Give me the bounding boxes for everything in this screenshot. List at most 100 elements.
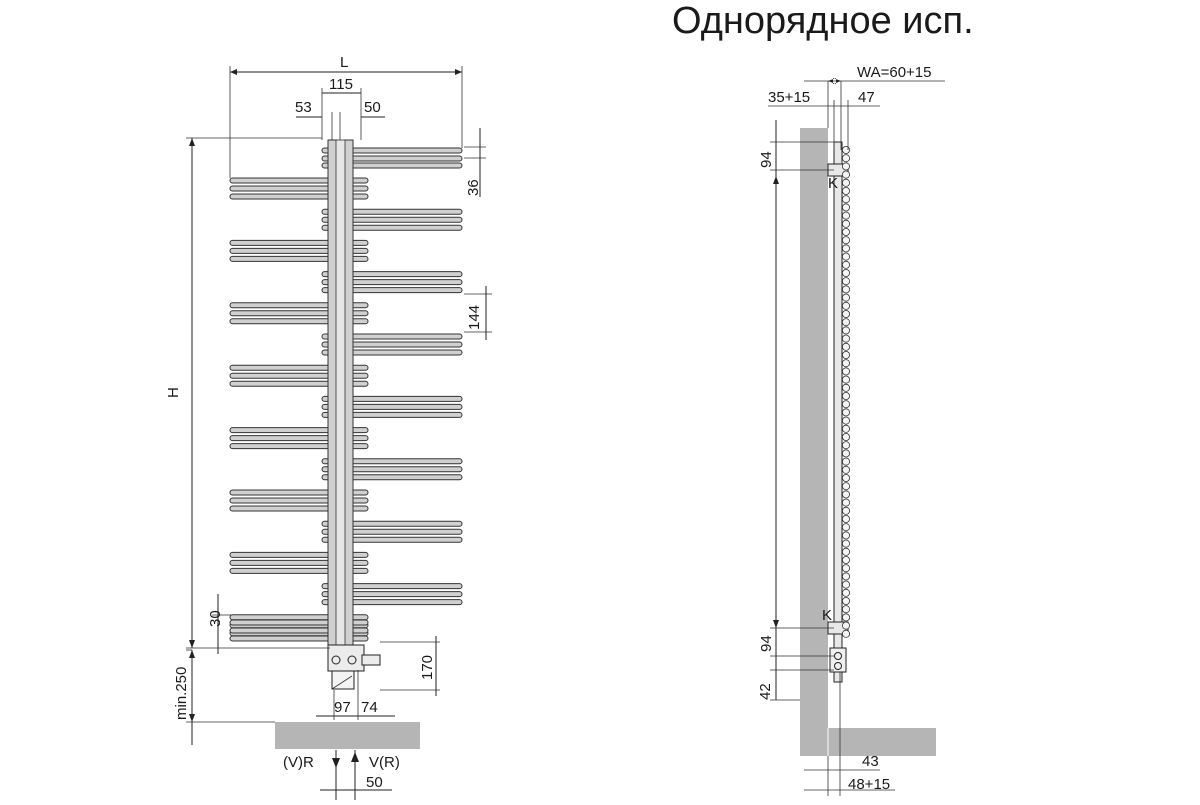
- side-floor: [828, 728, 936, 756]
- bar-end: [842, 367, 851, 376]
- towel-bar: [321, 333, 463, 340]
- bar-end: [842, 359, 851, 368]
- bar-end: [842, 523, 851, 532]
- bar-end: [842, 597, 851, 606]
- dim-36: 36: [465, 179, 482, 196]
- towel-bar: [321, 147, 463, 154]
- bar-end: [842, 547, 851, 556]
- bar-end: [842, 326, 851, 335]
- bar-end: [842, 162, 851, 171]
- towel-bar: [321, 349, 463, 356]
- bar-end: [842, 203, 851, 212]
- bar-end: [842, 539, 851, 548]
- towel-bar: [321, 536, 463, 543]
- bar-end: [842, 490, 851, 499]
- dim-115: 115: [329, 76, 353, 93]
- bar-end: [842, 375, 851, 384]
- side-collector: [833, 141, 843, 683]
- dim-35-15: 35+15: [768, 89, 810, 106]
- bar-end: [842, 170, 851, 179]
- towel-bar: [321, 216, 463, 223]
- towel-bar: [321, 474, 463, 481]
- towel-bar: [321, 599, 463, 606]
- bar-end: [842, 285, 851, 294]
- bar-end: [842, 580, 851, 589]
- bar-end: [842, 211, 851, 220]
- wall: [800, 128, 828, 756]
- bar-end: [842, 277, 851, 286]
- bar-end: [842, 465, 851, 474]
- dim-42: 42: [757, 683, 774, 700]
- bar-end: [842, 531, 851, 540]
- dim-47: 47: [858, 89, 875, 106]
- dim-50-top: 50: [364, 99, 381, 116]
- bar-end: [842, 416, 851, 425]
- bar-end: [842, 318, 851, 327]
- bar-end: [842, 219, 851, 228]
- towel-bar: [321, 583, 463, 590]
- dim-wa: WA=60+15: [857, 64, 932, 81]
- bar-end: [842, 260, 851, 269]
- bar-end: [842, 424, 851, 433]
- label-k-top: K: [828, 175, 838, 192]
- side-view: WA=60+15 35+15 47 94 K K 94 42 43 48+15: [757, 64, 945, 796]
- bar-end: [842, 244, 851, 253]
- label-k-bottom: K: [822, 607, 832, 624]
- dim-74: 74: [361, 699, 378, 716]
- dim-H: H: [165, 387, 182, 398]
- valve-block: [327, 644, 381, 690]
- bar-end: [842, 301, 851, 310]
- bar-end: [842, 186, 851, 195]
- towel-bar: [321, 466, 463, 473]
- bar-end: [842, 556, 851, 565]
- bar-end: [842, 432, 851, 441]
- bar-end: [842, 588, 851, 597]
- bar-end: [842, 145, 851, 154]
- towel-bar: [321, 528, 463, 535]
- bar-end: [842, 268, 851, 277]
- towel-bar: [321, 224, 463, 231]
- front-view: L 115 53 50 H 30 36 144: [165, 54, 492, 800]
- dim-53: 53: [295, 99, 312, 116]
- side-valve: [829, 647, 847, 760]
- towel-bar: [321, 162, 463, 169]
- dim-L: L: [340, 54, 348, 71]
- bar-end: [842, 350, 851, 359]
- dim-94-bottom: 94: [758, 635, 775, 652]
- bar-end: [842, 457, 851, 466]
- towel-bar: [321, 403, 463, 410]
- connection-right-label: V(R): [369, 754, 400, 771]
- dim-48-15: 48+15: [848, 776, 890, 793]
- bar-end: [842, 383, 851, 392]
- bar-end: [842, 195, 851, 204]
- bar-end: [842, 252, 851, 261]
- bar-end: [842, 515, 851, 524]
- connection-left-label: (V)R: [283, 754, 314, 771]
- bar-end: [842, 236, 851, 245]
- bar-end: [842, 564, 851, 573]
- collector-tube-center: [335, 139, 346, 646]
- bar-end: [842, 408, 851, 417]
- bar-end: [842, 441, 851, 450]
- dim-30: 30: [207, 610, 224, 627]
- towel-bar: [321, 271, 463, 278]
- bar-end: [842, 482, 851, 491]
- bar-end: [842, 605, 851, 614]
- dim-50-bottom: 50: [366, 774, 383, 791]
- bar-end: [842, 613, 851, 622]
- towel-bar: [321, 395, 463, 402]
- bar-ends: [842, 145, 851, 638]
- dim-144: 144: [466, 305, 483, 330]
- bar-end: [842, 400, 851, 409]
- towel-bar: [321, 341, 463, 348]
- bar-end: [842, 449, 851, 458]
- towel-bar: [321, 287, 463, 294]
- bar-end: [842, 309, 851, 318]
- towel-bar: [321, 155, 463, 162]
- dim-43: 43: [862, 753, 879, 770]
- bar-end: [842, 342, 851, 351]
- bar-end: [842, 473, 851, 482]
- towel-bar: [321, 520, 463, 527]
- bar-end: [842, 621, 851, 630]
